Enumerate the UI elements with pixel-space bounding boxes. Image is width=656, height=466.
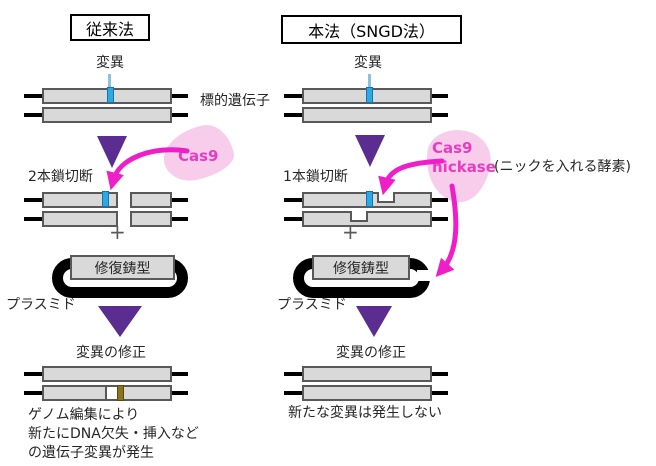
mutation-marker: [102, 191, 109, 207]
insertion-marker: [117, 385, 124, 401]
dna-end-left: [284, 391, 302, 395]
double-strand-break-label: 2本鎖切断: [28, 169, 93, 185]
conventional-method-title: 従来法: [70, 14, 150, 41]
dna-bottom-strand: [302, 211, 432, 227]
cas9-nickase-label-line2: nickase: [432, 158, 496, 176]
plasmid-nick-gap: [417, 270, 432, 281]
dna-top-strand: [42, 87, 172, 104]
dna-fragment: [130, 192, 172, 208]
dna-end-left: [284, 372, 302, 376]
single-strand-break-label: 1本鎖切断: [283, 169, 348, 185]
dna-fragment: [42, 211, 118, 227]
dna-end-right: [430, 113, 448, 117]
plus-sign-left: +: [109, 220, 126, 244]
dna-top-strand: [302, 191, 432, 208]
dna-fragment: [42, 191, 118, 208]
caption-left: ゲノム編集により 新たにDNA欠失・挿入など の遺伝子変異が発生: [28, 407, 199, 461]
down-arrow-icon: [97, 136, 127, 168]
dna-end-left: [284, 198, 302, 202]
dna-end-left: [24, 391, 42, 395]
mutation-marker: [366, 191, 373, 207]
dna-end-left: [284, 94, 302, 98]
dna-end-left: [24, 94, 42, 98]
nick-notch: [350, 211, 368, 222]
mutation-fixed-label-left: 変異の修正: [76, 345, 146, 361]
caption-line: の遺伝子変異が発生: [28, 444, 154, 461]
dna-fragment: [130, 211, 172, 227]
dna-end-right: [430, 94, 448, 98]
plus-sign-right: +: [342, 220, 359, 244]
mutation-fixed-label-right: 変異の修正: [336, 345, 406, 361]
mutation-pointer-right: [368, 74, 371, 90]
nickase-note: (ニックを入れる酵素): [494, 159, 631, 175]
mutation-marker: [366, 87, 373, 103]
mutation-label-left: 変異: [96, 55, 124, 71]
down-arrow-icon: [355, 135, 385, 167]
deletion-gap: [105, 387, 119, 399]
dna-end-right: [170, 372, 188, 376]
nick-notch: [377, 192, 395, 203]
dna-bottom-strand: [302, 107, 432, 123]
dna-end-left: [24, 372, 42, 376]
mutation-marker: [107, 87, 114, 103]
dna-end-right: [170, 217, 188, 221]
sngd-method-title: 本法（SNGD法）: [281, 15, 462, 44]
dna-end-right: [170, 94, 188, 98]
dna-end-left: [24, 198, 42, 202]
caption-line: ゲノム編集により: [28, 407, 140, 423]
down-arrow-icon: [98, 306, 142, 337]
dna-end-left: [284, 217, 302, 221]
dna-end-right: [170, 391, 188, 395]
plasmid-label-right: プラスミド: [277, 297, 347, 313]
dna-end-right: [430, 198, 448, 202]
dna-bottom-strand: [302, 385, 432, 401]
cas9-label: Cas9: [178, 147, 219, 165]
down-arrow-icon: [356, 306, 392, 337]
dna-end-right: [170, 198, 188, 202]
mutation-pointer-left: [108, 74, 111, 90]
dna-end-right: [170, 113, 188, 117]
dna-end-right: [430, 391, 448, 395]
mutation-label-right: 変異: [354, 55, 382, 71]
dna-bottom-strand: [42, 385, 172, 401]
cas9-nickase-label-line1: Cas9: [432, 139, 473, 157]
dna-bottom-strand: [42, 107, 172, 123]
caption-line: 新たにDNA欠失・挿入など: [28, 425, 199, 442]
repair-template-box-right: 修復鋳型: [312, 255, 410, 280]
target-gene-label: 標的遺伝子: [200, 93, 270, 109]
dna-top-strand: [42, 366, 172, 382]
dna-end-left: [24, 113, 42, 117]
dna-end-right: [430, 217, 448, 221]
dna-end-left: [24, 217, 42, 221]
dna-end-left: [284, 113, 302, 117]
plasmid-label-left: プラスミド: [6, 297, 76, 313]
repair-template-box-left: 修復鋳型: [70, 255, 175, 280]
caption-right: 新たな変異は発生しない: [288, 405, 442, 421]
dna-end-right: [430, 372, 448, 376]
dna-top-strand: [302, 87, 432, 104]
dna-top-strand: [302, 366, 432, 382]
